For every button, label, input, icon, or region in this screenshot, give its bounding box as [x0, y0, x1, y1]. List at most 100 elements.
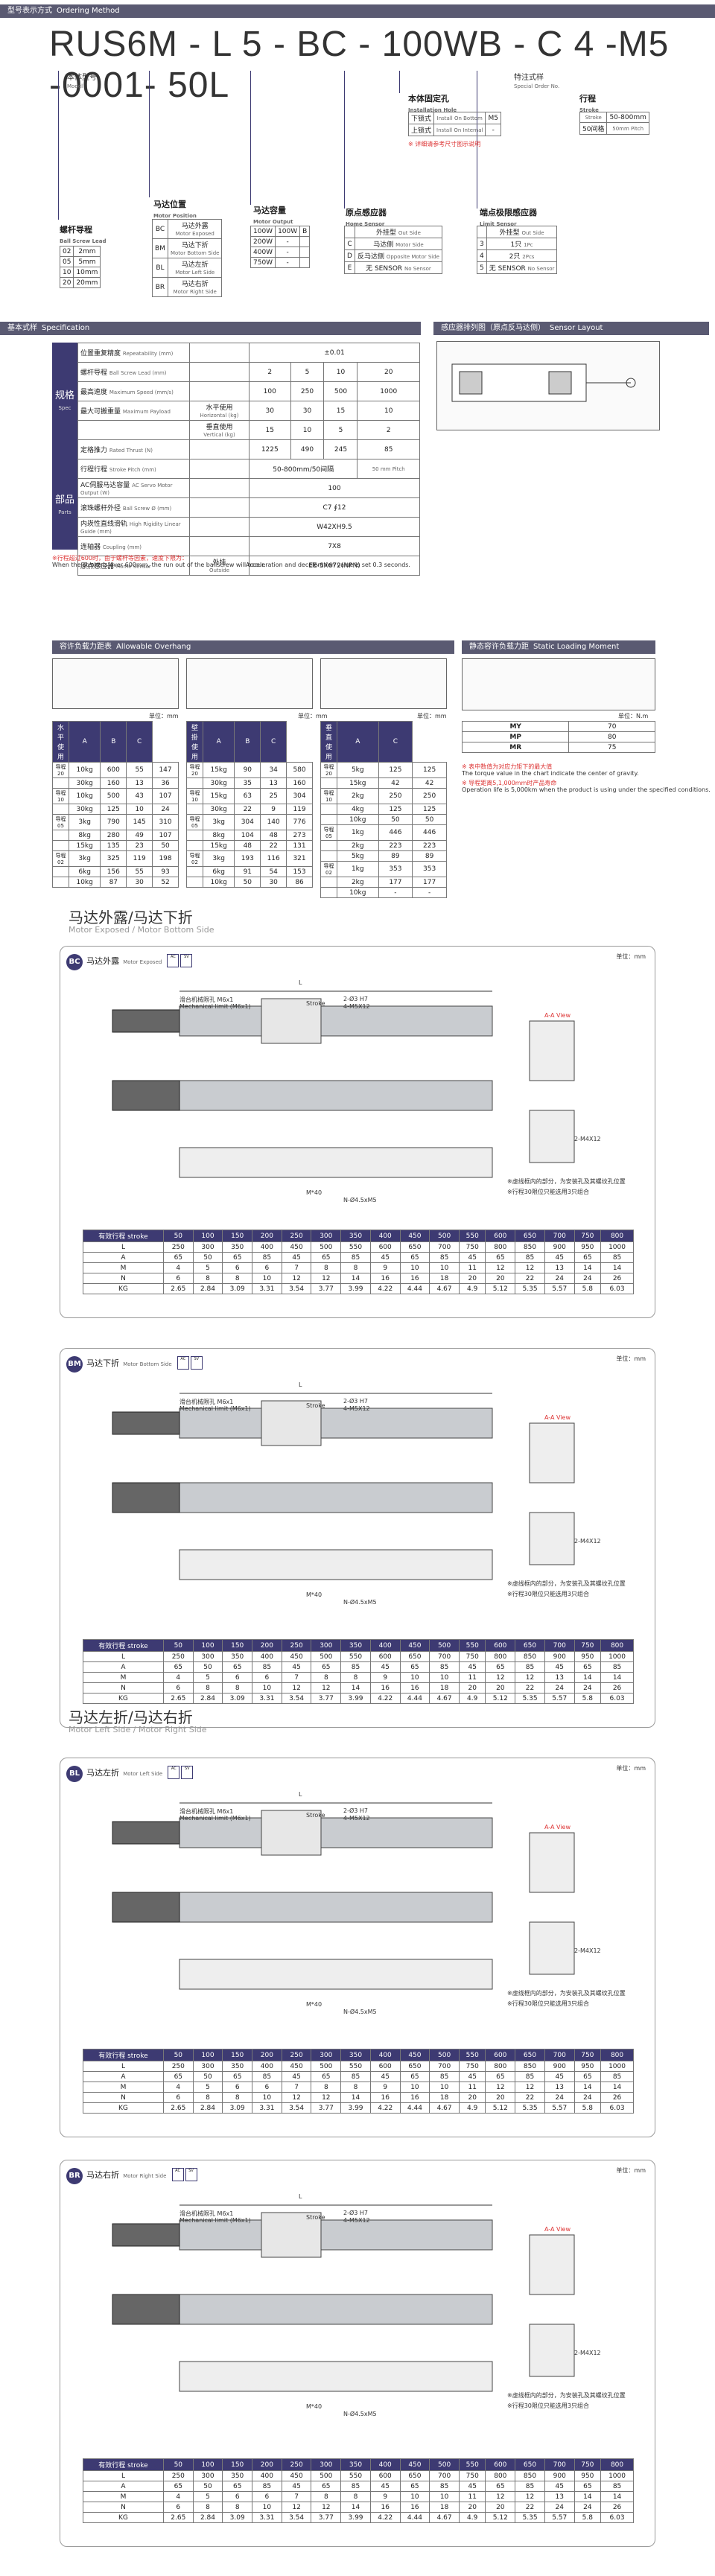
spec-row: AC伺服马达容量 AC Servo Motor Output (W)100 — [77, 478, 420, 498]
spec-row: 位置重复精度 Repeatability (mm)±0.01 — [77, 343, 420, 363]
dimension-drawing — [112, 1802, 575, 1990]
group1-title: 马达外露/马达下折 — [69, 909, 193, 926]
spec-row: 连轴器 Coupling (mm)7X8 — [77, 536, 420, 556]
motor-icon: AC — [171, 2167, 184, 2181]
static-moment-drawing — [462, 658, 655, 710]
overhang-vertical-drawing — [320, 658, 447, 709]
servo-icon: SV — [181, 1765, 194, 1779]
servo-icon: SV — [185, 2167, 197, 2181]
group1-subtitle: Motor Exposed / Motor Bottom Side — [69, 925, 214, 935]
spec-row: 内崁性直线滑轨 High Rigidity Linear Guide (mm)W… — [77, 517, 420, 537]
overhang-row: 10kg-- — [320, 887, 447, 898]
overhang-wall-drawing — [186, 658, 313, 709]
group2-title: 马达左折/马达右折 — [69, 1708, 193, 1726]
motor-icon: AC — [167, 953, 179, 967]
spec-row: 滚珠螺杆外径 Ball Screw Ø (mm)C7 ∮12 — [77, 497, 420, 518]
sensor-layout-drawing — [436, 341, 660, 430]
motor-icon: AC — [168, 1765, 180, 1779]
sensor-layout-header: 感应器排列图（原点反马达侧）Sensor Layout — [433, 322, 709, 335]
motor-icon: AC — [177, 1355, 189, 1370]
dimension-drawing — [112, 1393, 575, 1580]
servo-icon: SV — [180, 953, 193, 967]
overhang-horizontal-drawing — [52, 658, 179, 709]
model-code: RUS6M - L 5 - BC - 100WB - C 4 -M5 -0001… — [49, 25, 670, 105]
dimension-drawing — [112, 2204, 575, 2392]
servo-icon: SV — [190, 1355, 203, 1370]
